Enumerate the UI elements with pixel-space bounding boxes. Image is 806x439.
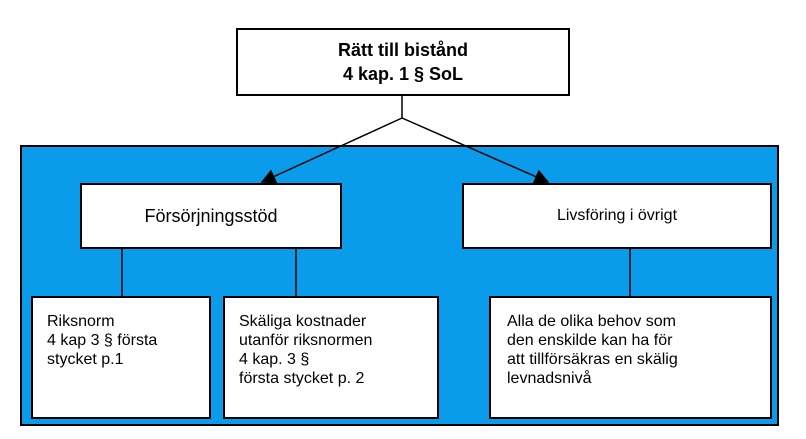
- root-line-2: 4 kap. 1 § SoL: [342, 64, 464, 84]
- box-forsorjningsstod: Försörjningsstöd: [80, 183, 342, 249]
- box-livsforing-i-ovrigt: Livsföring i övrigt: [462, 183, 772, 249]
- arrow-to-forsorjningsstod: [260, 117, 403, 184]
- leaf-text-line: levnadsnivå: [507, 370, 592, 387]
- leaf-text-line: Riksnorm: [47, 313, 115, 330]
- leaf-text-line: att tillförsäkras en skälig: [507, 351, 678, 368]
- box-alla-behov: Alla de olika behov som den enskilde kan…: [489, 296, 772, 419]
- root-line-1: Rätt till bistånd: [338, 40, 468, 60]
- leaf-text-line: Skäliga kostnader: [239, 313, 367, 330]
- box-forsorjningsstod-label: Försörjningsstöd: [144, 205, 278, 226]
- box-livsforing-label: Livsföring i övrigt: [556, 207, 678, 224]
- leaf-text-line: utanför riksnormen: [239, 332, 373, 349]
- root-box-ratt-till-bistand: Rätt till bistånd 4 kap. 1 § SoL: [236, 28, 570, 96]
- leaf-text-line: Alla de olika behov som: [507, 313, 676, 330]
- arrow-to-livsforing: [401, 117, 550, 184]
- leaf-text-line: första stycket p. 2: [239, 370, 365, 387]
- box-skaliga-kostnader: Skäliga kostnader utanför riksnormen 4 k…: [223, 296, 439, 419]
- leaf-text-line: 4 kap. 3 §: [239, 351, 310, 368]
- box-riksnorm: Riksnorm 4 kap 3 § första stycket p.1: [31, 296, 211, 419]
- leaf-text-line: stycket p.1: [47, 351, 124, 368]
- leaf-text-line: den enskilde kan ha för: [507, 332, 673, 349]
- leaf-text-line: 4 kap 3 § första: [47, 332, 158, 349]
